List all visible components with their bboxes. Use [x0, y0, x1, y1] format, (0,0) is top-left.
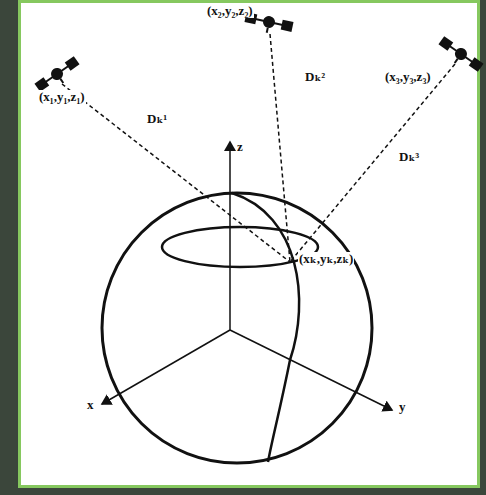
distance-label: Dₖ¹: [146, 112, 168, 126]
coordinate-label: (x₁,y₁,z₁): [38, 90, 86, 104]
distance-label: Dₖ³: [398, 150, 420, 164]
axis-label: y: [398, 400, 407, 414]
coordinate-label: (x₃,y₃,z₃): [384, 70, 432, 84]
receiver-label: (xₖ,yₖ,zₖ): [298, 252, 354, 266]
distance-label: Dₖ²: [304, 70, 326, 84]
coordinate-label: (x₂,y₂,z₂): [206, 4, 254, 18]
axis-label: x: [86, 398, 95, 412]
axis-label: z: [236, 140, 244, 154]
